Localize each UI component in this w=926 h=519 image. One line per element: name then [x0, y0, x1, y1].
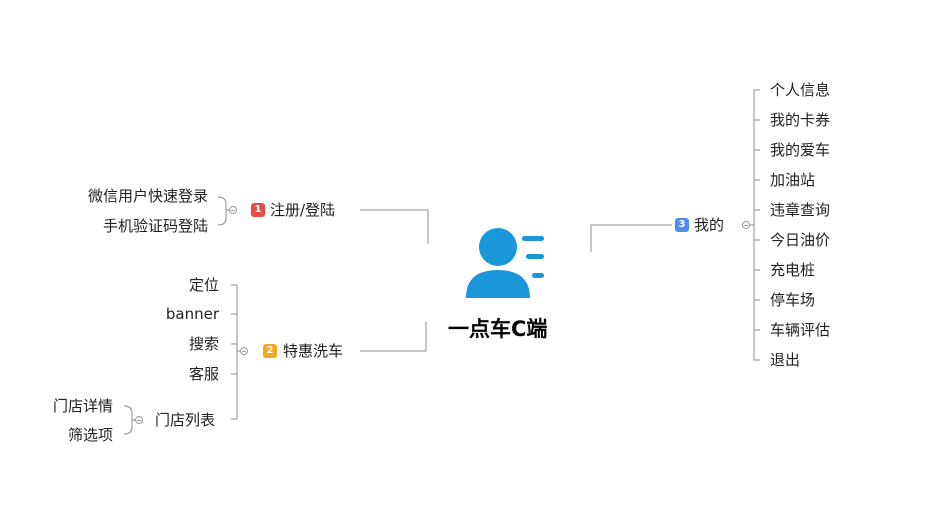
collapse-toggle-carwash[interactable] — [240, 347, 248, 355]
branch-number-badge: 3 — [675, 218, 689, 232]
branch-mine-label[interactable]: 我的 — [694, 216, 725, 234]
node-my-car[interactable]: 我的爱车 — [770, 141, 831, 159]
node-banner[interactable]: banner — [165, 305, 219, 323]
connector-mine — [590, 224, 672, 252]
connector-carwash — [360, 322, 427, 352]
connector-register — [360, 209, 429, 244]
bracket-mine — [753, 89, 760, 361]
node-violation-query[interactable]: 违章查询 — [770, 201, 831, 219]
node-charging-pile[interactable]: 充电桩 — [770, 261, 816, 279]
node-oil-price[interactable]: 今日油价 — [770, 231, 831, 249]
node-wechat-login[interactable]: 微信用户快速登录 — [87, 187, 208, 205]
node-store-list[interactable]: 门店列表 — [155, 411, 216, 429]
node-gas-station[interactable]: 加油站 — [770, 171, 816, 189]
node-sms-login[interactable]: 手机验证码登陆 — [102, 217, 208, 235]
node-search[interactable]: 搜索 — [188, 335, 219, 353]
collapse-toggle-mine[interactable] — [742, 221, 750, 229]
node-filter[interactable]: 筛选项 — [67, 426, 113, 444]
user-card-icon — [466, 228, 544, 298]
branch-number-badge: 2 — [263, 344, 277, 358]
collapse-toggle-register[interactable] — [229, 206, 237, 214]
branch-register-label[interactable]: 注册/登陆 — [270, 201, 336, 219]
node-parking[interactable]: 停车场 — [770, 291, 816, 309]
node-my-coupons[interactable]: 我的卡券 — [770, 111, 831, 129]
branch-carwash-label[interactable]: 特惠洗车 — [283, 342, 344, 360]
node-location[interactable]: 定位 — [188, 276, 219, 294]
node-vehicle-evaluation[interactable]: 车辆评估 — [770, 321, 831, 339]
collapse-toggle-store[interactable] — [135, 416, 143, 424]
branch-number-badge: 1 — [251, 203, 265, 217]
node-personal-info[interactable]: 个人信息 — [770, 81, 831, 99]
bracket-store — [123, 405, 133, 435]
bracket-carwash — [231, 284, 238, 420]
node-customer-service[interactable]: 客服 — [188, 365, 219, 383]
node-store-detail[interactable]: 门店详情 — [52, 397, 113, 415]
node-logout[interactable]: 退出 — [770, 351, 801, 369]
bracket-register — [217, 196, 227, 226]
center-title: 一点车C端 — [448, 317, 548, 341]
